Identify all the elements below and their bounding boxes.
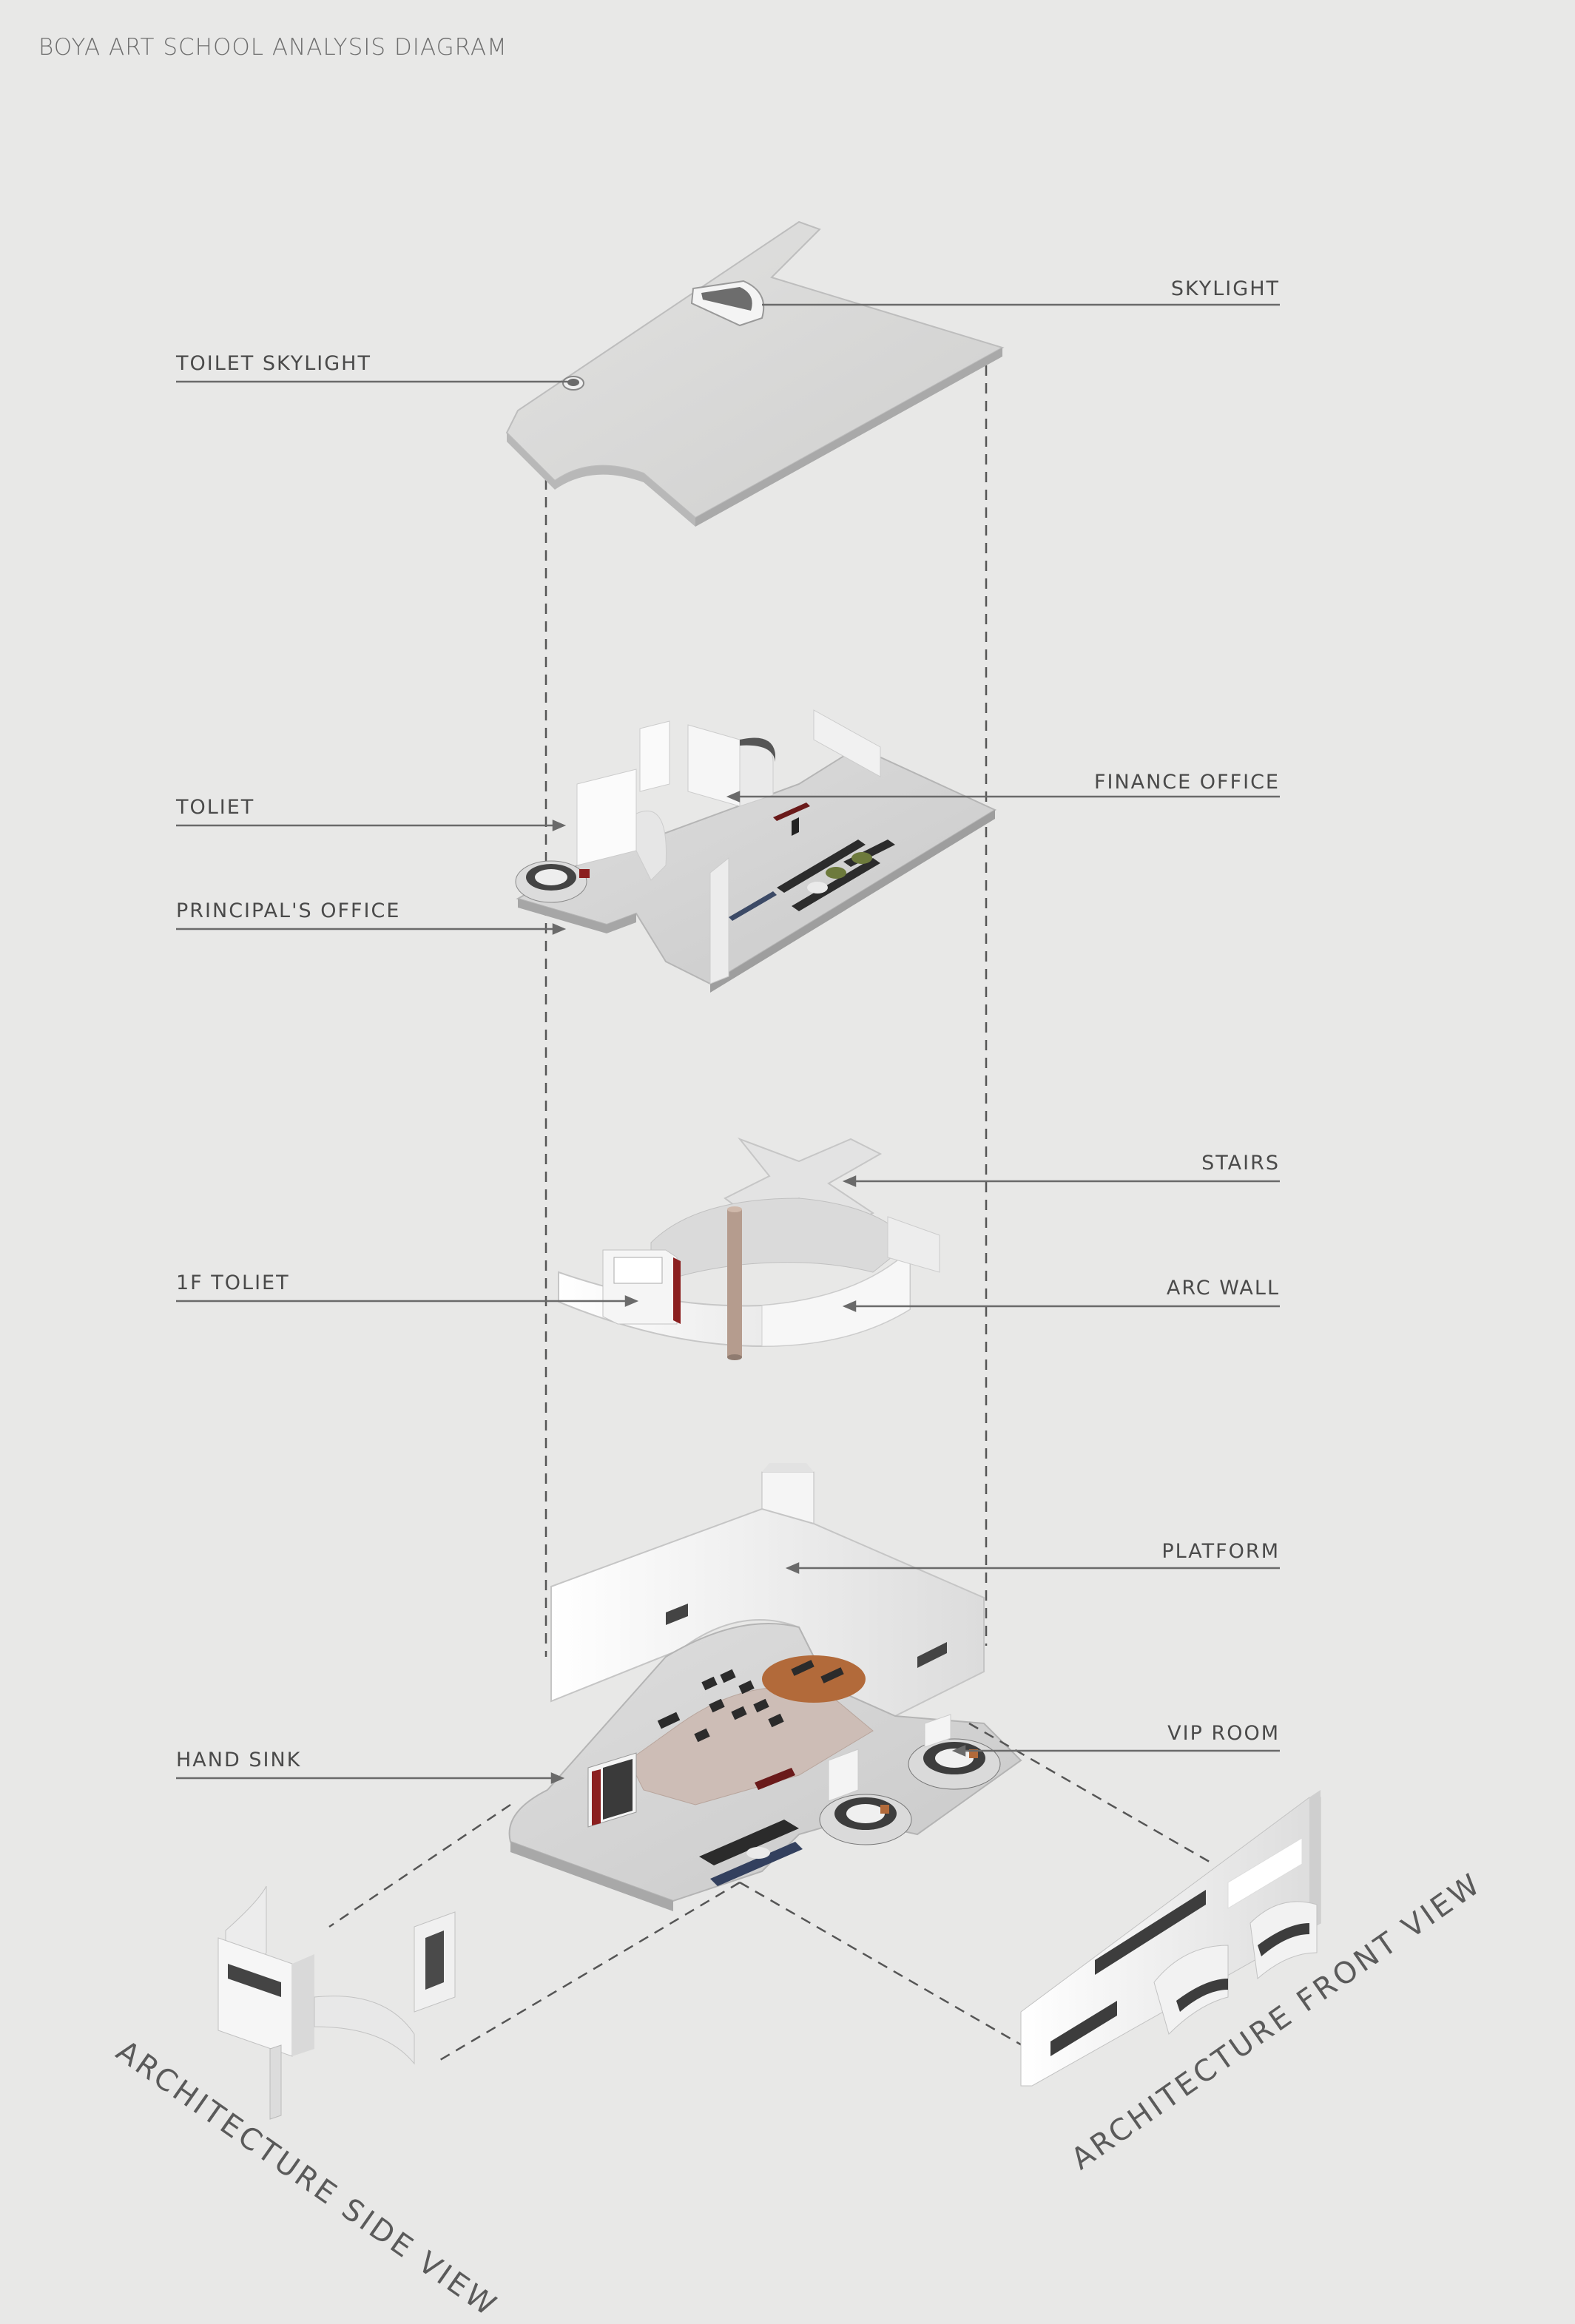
second-floor-slab [515, 709, 997, 993]
office-tables [807, 852, 872, 894]
ground-floor [508, 1463, 1022, 1911]
label-hand-sink: HAND SINK [176, 1749, 302, 1771]
label-vip-room: VIP ROOM [1167, 1722, 1280, 1745]
label-toilet-2f: TOLIET [176, 796, 255, 819]
vip-room-1 [819, 1794, 912, 1845]
page-title: BOYA ART SCHOOL ANALYSIS DIAGRAM [38, 34, 507, 61]
label-principals-office: PRINCIPAL'S OFFICE [176, 899, 401, 922]
architecture-side-view-model [217, 1885, 456, 2120]
first-floor-structure [558, 1137, 940, 1360]
ground-floor-furniture [657, 1660, 844, 1743]
label-stairs: STAIRS [1201, 1152, 1280, 1175]
label-arc-wall: ARC WALL [1166, 1277, 1280, 1300]
exploded-axonometric-drawing [176, 220, 1321, 2120]
label-platform: PLATFORM [1161, 1540, 1280, 1563]
roof-slab [505, 220, 1005, 527]
label-toilet-skylight: TOILET SKYLIGHT [176, 352, 371, 375]
vip-room-2 [908, 1738, 1001, 1790]
skylight-opening [690, 280, 765, 327]
alignment-dashed-lines [544, 348, 988, 1657]
toilet-skylight-opening [562, 376, 584, 391]
diagram-canvas: BOYA ART SCHOOL ANALYSIS DIAGRAM [38, 34, 1488, 2324]
label-1f-toilet: 1F TOLIET [176, 1271, 290, 1294]
label-finance-office: FINANCE OFFICE [1093, 771, 1280, 794]
projection-dashed-lines [328, 1722, 1214, 2061]
label-skylight: SKYLIGHT [1170, 277, 1280, 300]
leader-lines [176, 303, 1280, 1784]
architecture-front-view-model [1020, 1790, 1321, 2087]
